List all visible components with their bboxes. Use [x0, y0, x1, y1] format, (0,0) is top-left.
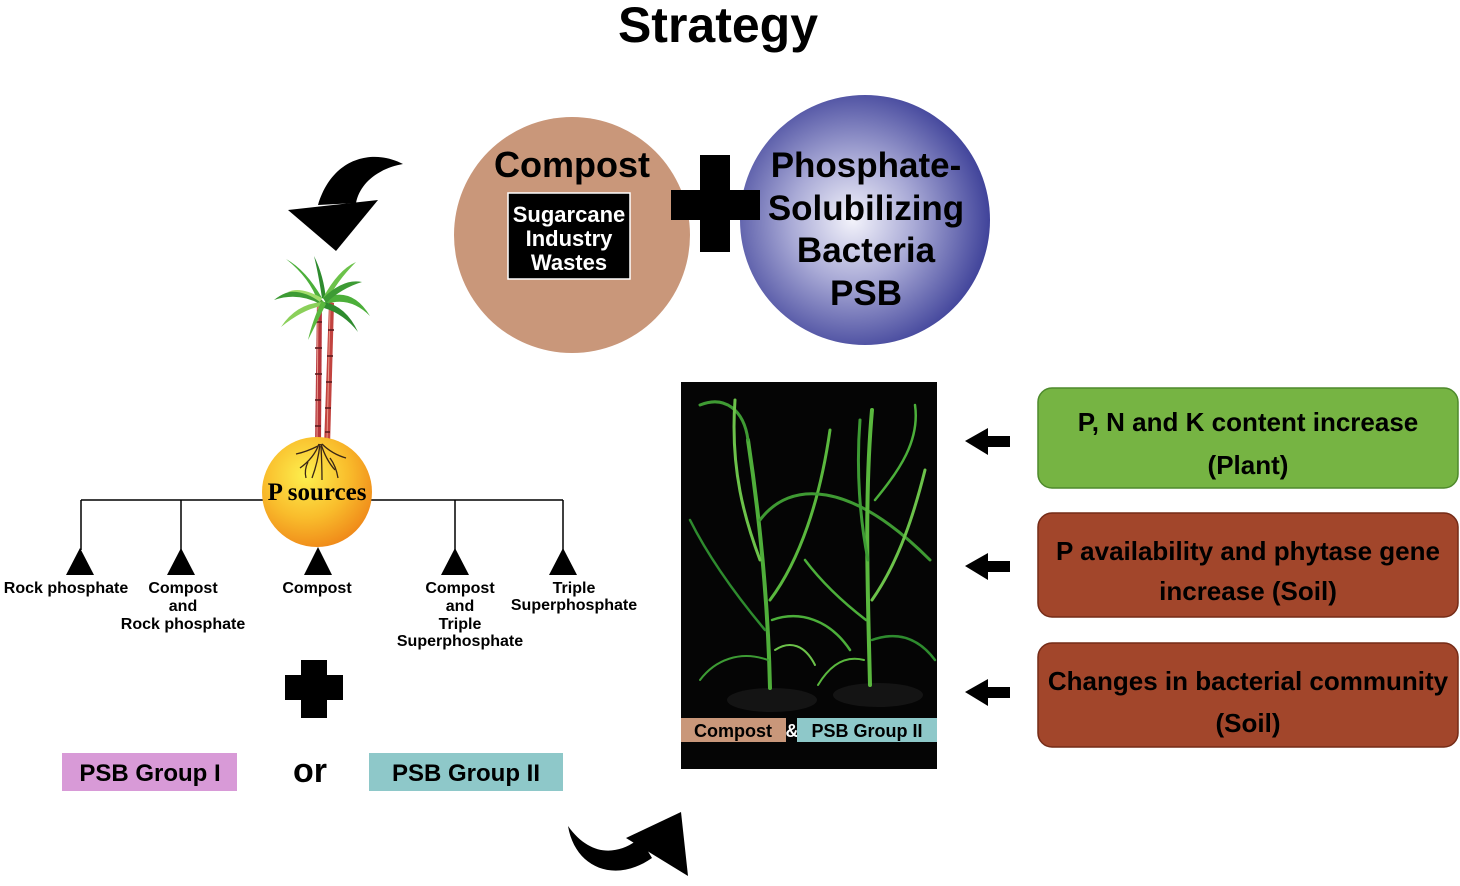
treatment-1-line-1: Rock phosphate	[4, 580, 129, 597]
outcome-box	[1037, 387, 1459, 489]
sugarcane-waste-box	[507, 192, 631, 280]
treatment-4-line-4: Superphosphate	[397, 633, 523, 650]
treatment-3-line-1: Compost	[282, 580, 352, 597]
left-arrow-icon	[965, 428, 1010, 455]
p-sources-circle	[262, 437, 372, 547]
triangle-marker	[66, 548, 94, 575]
treatment-4-line-2: and	[446, 598, 474, 615]
photo-compost-tag	[681, 718, 786, 742]
psb-group-1-label: PSB Group I	[79, 760, 220, 787]
psb-group-2-label: PSB Group II	[392, 760, 540, 787]
triangle-marker	[549, 548, 577, 575]
diagram-title: Strategy	[618, 0, 818, 53]
photo-background	[681, 382, 937, 769]
outcome-1-line-2: (Plant)	[1208, 450, 1289, 480]
photo-psb-tag	[797, 718, 937, 742]
plant-photo: Compost & PSB Group II	[681, 382, 937, 769]
p-sources-label: P sources	[268, 479, 367, 506]
root-icon	[295, 443, 347, 481]
treatment-markers	[66, 547, 577, 575]
treatment-2-line-2: and	[169, 598, 197, 615]
psb-component: Phosphate- Solubilizing Bacteria PSB	[740, 95, 990, 345]
psb-line-3: Bacteria	[797, 231, 936, 270]
plus-icon	[671, 155, 760, 252]
psb-line-2: Solubilizing	[768, 189, 964, 228]
psb-line-4: PSB	[830, 274, 902, 313]
treatment-5-line-1: Triple	[553, 580, 596, 597]
photo-psb-label: PSB Group II	[811, 721, 922, 741]
outcome-1-line-1: P, N and K content increase	[1078, 407, 1419, 437]
or-connector: or	[293, 752, 327, 790]
treatment-5-line-2: Superphosphate	[511, 597, 637, 614]
curved-arrow-up-icon	[568, 812, 688, 876]
compost-component: Compost Sugarcane Industry Wastes	[454, 117, 690, 353]
compost-label: Compost	[494, 144, 650, 185]
psb-group-2-box	[369, 753, 563, 791]
outcome-box	[1037, 512, 1459, 618]
triangle-marker	[167, 548, 195, 575]
psb-circle	[740, 95, 990, 345]
outcome-2-line-2: increase (Soil)	[1159, 576, 1337, 606]
treatment-2-line-1: Compost	[148, 580, 218, 597]
outcome-2-line-1: P availability and phytase gene	[1056, 536, 1440, 566]
outcome-box	[1037, 642, 1459, 748]
triangle-marker	[304, 547, 332, 575]
waste-line-3: Wastes	[531, 250, 607, 275]
waste-line-1: Sugarcane	[513, 202, 626, 227]
photo-ampersand: &	[786, 721, 799, 741]
outcome-3-line-2: (Soil)	[1216, 708, 1281, 738]
outcome-3-line-1: Changes in bacterial community	[1048, 666, 1449, 696]
treatment-2-line-3: Rock phosphate	[121, 616, 246, 633]
left-arrow-icon	[965, 553, 1010, 580]
waste-line-2: Industry	[526, 226, 614, 251]
left-arrow-icon	[965, 679, 1010, 706]
plus-icon	[285, 660, 343, 718]
treatment-4-line-1: Compost	[425, 580, 495, 597]
psb-group-1-box	[62, 753, 237, 791]
treatment-4-line-3: Triple	[439, 616, 482, 633]
triangle-marker	[441, 548, 469, 575]
outcome-soil-bacteria: Changes in bacterial community (Soil)	[1037, 642, 1459, 748]
sugarcane-plant-icon	[274, 256, 370, 446]
curved-arrow-down-icon	[288, 156, 403, 251]
outcome-soil-phosphorus: P availability and phytase gene increase…	[1037, 512, 1459, 618]
psb-line-1: Phosphate-	[771, 146, 962, 185]
photo-compost-label: Compost	[694, 721, 772, 741]
outcome-plant-nutrients: P, N and K content increase (Plant)	[1037, 387, 1459, 489]
